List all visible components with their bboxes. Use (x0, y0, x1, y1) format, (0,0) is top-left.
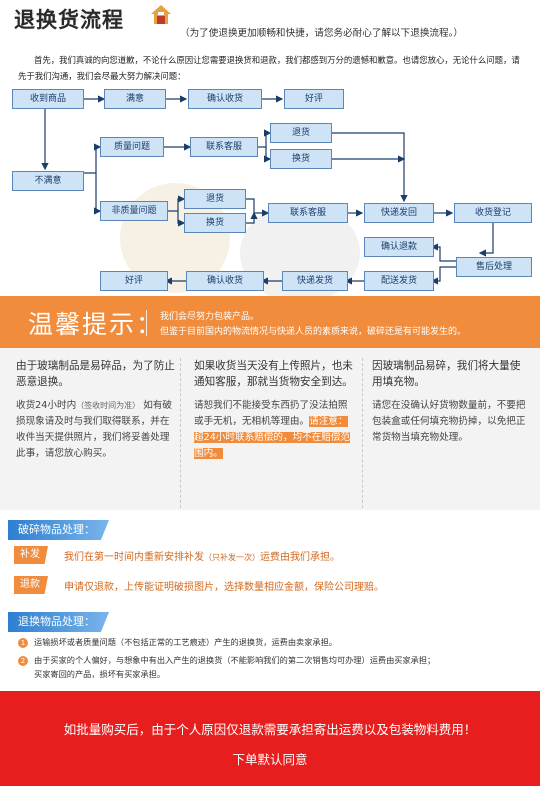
notice-column-1: 由于玻璃制品是易碎品，为了防止恶意退换。 收货24小时内（签收时间为准） 如有破… (16, 358, 176, 462)
footer-line-2: 下单默认同意 (232, 752, 308, 767)
flow-unsatisfied: 不满意 (12, 171, 84, 191)
flow-confirm-receipt-bottom: 确认收货 (186, 271, 264, 291)
return-item-2b: 买家寄回的产品，损坏有买家承担。 (34, 669, 166, 679)
notice-1-time: 收货24小时内 (16, 400, 77, 411)
page-title-reflection: 退换货流程 (14, 11, 124, 23)
column-divider (180, 358, 181, 508)
notice-column-2: 如果收货当天没有上传照片，也未通知客服，那就当货物安全到达。 请恕我们不能接受东… (194, 358, 354, 462)
flow-return: 退货 (270, 123, 332, 143)
flow-arrows (41, 95, 494, 285)
tips-line-1: 我们会尽努力包装产品。 (160, 312, 260, 322)
reissue-tail: 运费由我们承担。 (260, 552, 340, 563)
flow-received: 收到商品 (12, 89, 84, 109)
flow-satisfied: 满意 (104, 89, 166, 109)
tips-divider (146, 310, 147, 336)
page-title: 退换货流程 (14, 8, 124, 32)
reissue-text: 我们在第一时间内重新安排补发（只补发一次）运费由我们承担。 (64, 548, 340, 563)
returns-section-title: 退换物品处理： (8, 612, 109, 632)
intro-paragraph: 首先，我们真诚的向您道歉，不论什么原因让您需要退换货和退款，我们都感到万分的遗憾… (18, 55, 520, 81)
flow-exchange: 换货 (270, 149, 332, 169)
flow-express-return: 快递发回 (364, 203, 434, 223)
return-flow-diagram: 收到商品 满意 确认收货 好评 质量问题 联系客服 退货 换货 不满意 非质量问… (0, 83, 540, 303)
flow-confirm-refund: 确认退款 (364, 237, 434, 257)
return-item-2-number: 2 (18, 656, 28, 666)
column-divider (362, 358, 363, 508)
notice-2-body: 请恕我们不能接受东西扔了没法拍照或手无机，无相机等理由。 (194, 400, 348, 427)
notice-2-head: 如果收货当天没有上传照片，也未通知客服，那就当货物安全到达。 (194, 360, 353, 388)
house-logo-icon (151, 5, 171, 24)
tips-line-2: 但鉴于目前国内的物流情况与快递人员的素质来说，破碎还是有可能发生的。 (160, 327, 467, 337)
notice-columns (0, 348, 540, 510)
return-item-1-number: 1 (18, 638, 28, 648)
flow-good-review-bottom: 好评 (100, 271, 168, 291)
notice-1-time-note: （签收时间为准） (76, 401, 141, 410)
flow-contact-cs-top: 联系客服 (190, 137, 258, 157)
flow-confirm-receipt-top: 确认收货 (188, 89, 262, 109)
notice-3-body: 请您在没确认好货物数量前，不要把包装盒或任何填充物扔掉，以免把正常货物当填充物处… (372, 400, 526, 443)
notice-column-3: 因玻璃制品易碎，我们将大量使用填充物。 请您在没确认好货物数量前，不要把包装盒或… (372, 358, 528, 446)
flow-after-sales: 售后处理 (456, 257, 532, 277)
refund-text: 申请仅退款，上传能证明破损图片，选择数量相应金额，保险公司理赔。 (64, 582, 384, 593)
notice-1-body: 如有破损现象请及时与我们取得联系，并在收件当天提供照片，我们将妥善处理此事，请您… (16, 400, 173, 459)
broken-section-title: 破碎物品处理： (8, 520, 109, 540)
page-subtitle: （为了使退换更加顺畅和快捷，请您务必耐心了解以下退换流程。） (180, 28, 464, 39)
flow-delivery: 配送发货 (364, 271, 434, 291)
refund-badge: 退款 (14, 576, 48, 594)
flow-non-quality-issue: 非质量问题 (100, 201, 168, 221)
return-item-1: 运输损坏或者质量问题（不包括正常的工艺痕迹）产生的退换货，运费由卖家承担。 (34, 637, 337, 647)
flow-good-review-top: 好评 (284, 89, 344, 109)
flow-express-send: 快递发货 (282, 271, 348, 291)
flow-exchange-2: 换货 (184, 213, 246, 233)
reissue-badge: 补发 (14, 546, 48, 564)
reissue-main: 我们在第一时间内重新安排补发 (64, 552, 204, 563)
footer-line-1: 如批量购买后，由于个人原因仅退款需要承担寄出运费以及包装物料费用！ (63, 722, 477, 737)
notice-3-head: 因玻璃制品易碎，我们将大量使用填充物。 (372, 360, 521, 388)
flow-return-2: 退货 (184, 189, 246, 209)
footer-banner (0, 691, 540, 786)
notice-1-head: 由于玻璃制品是易碎品，为了防止恶意退换。 (16, 360, 175, 388)
tips-title: 温馨提示： (28, 310, 164, 339)
flow-quality-issue: 质量问题 (100, 137, 164, 157)
return-item-2a: 由于买家的个人偏好，与想象中有出入产生的退换货（不能影响我们的第二次销售均可办理… (34, 655, 436, 665)
reissue-note: （只补发一次） (204, 553, 260, 562)
tips-banner (0, 296, 540, 348)
flow-return-register: 收货登记 (454, 203, 532, 223)
flow-contact-cs-mid: 联系客服 (268, 203, 348, 223)
